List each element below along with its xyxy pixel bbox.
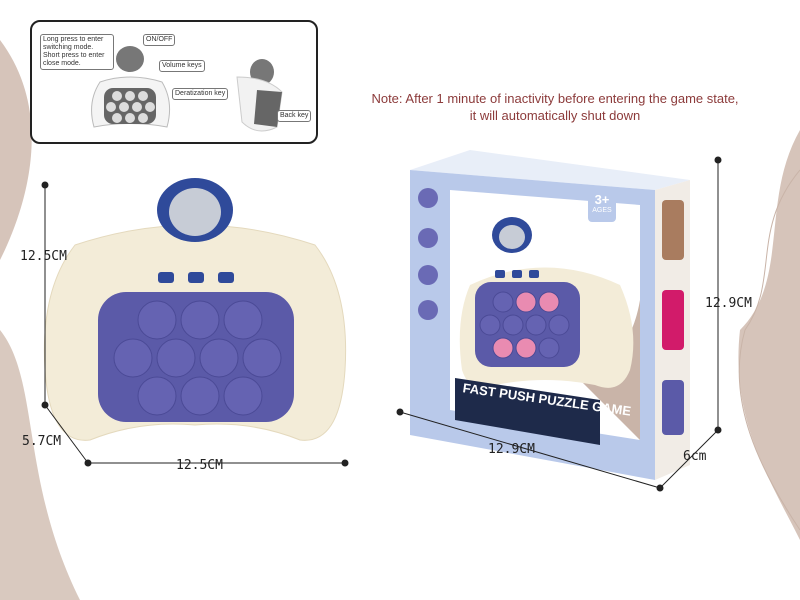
callout-mode: Long press to enter switching mode. Shor… (40, 34, 114, 70)
right-line (738, 169, 800, 531)
dimension-lines-left (41, 181, 349, 467)
toy-width-label: 12.5CM (176, 458, 223, 473)
note-line-1: Note: After 1 minute of inactivity befor… (371, 91, 739, 106)
toy-left (43, 178, 347, 441)
left-blob-bottom (0, 330, 80, 600)
callout-volume: Volume keys (159, 60, 205, 72)
inset-diagram (91, 46, 283, 132)
box-width-label: 12.9CM (488, 442, 535, 457)
toy-depth-label: 5.7CM (22, 434, 62, 449)
shutdown-note: Note: After 1 minute of inactivity befor… (340, 90, 770, 124)
left-blob (0, 40, 32, 260)
box-height-label: 12.9CM (705, 296, 752, 311)
note-line-2: it will automatically shut down (469, 108, 641, 123)
callout-deratization: Deratization key (172, 88, 229, 100)
dimension-lines-right (396, 156, 722, 492)
callout-onoff: ON/OFF (143, 34, 176, 46)
toy-height-label: 12.5CM (20, 249, 67, 264)
age-badge: 3+ AGES (589, 192, 615, 215)
instruction-inset: Long press to enter switching mode. Shor… (30, 20, 318, 144)
product-box (410, 150, 690, 480)
age-value: 3+ (594, 192, 610, 207)
age-sub: AGES (592, 207, 612, 214)
box-depth-label: 6cm (683, 449, 707, 464)
callout-back: Back key (277, 110, 312, 122)
right-blob (738, 130, 800, 540)
